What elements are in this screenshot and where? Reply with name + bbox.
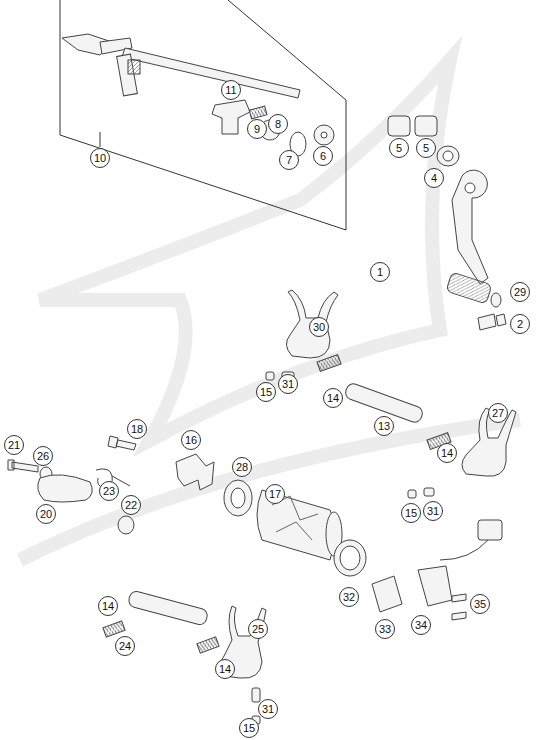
callout-number: 10 [90, 148, 110, 168]
callout-number: 21 [4, 435, 24, 455]
shift-plate [212, 100, 250, 134]
callout-number: 20 [36, 504, 56, 524]
roller [408, 490, 416, 498]
pin [424, 488, 434, 496]
callout-number: 22 [121, 495, 141, 515]
callout-number: 6 [313, 146, 333, 166]
callout-number: 14 [437, 443, 457, 463]
callout-number: 9 [247, 119, 267, 139]
washer [314, 125, 334, 145]
shift-star [176, 454, 214, 490]
callout-number: 14 [98, 596, 118, 616]
screw [452, 594, 466, 620]
bolt [478, 314, 506, 330]
callout-number: 13 [374, 416, 394, 436]
callout-number: 17 [265, 484, 285, 504]
callout-number: 1 [370, 262, 390, 282]
shift-shaft [62, 34, 300, 98]
callout-number: 23 [99, 481, 119, 501]
needle-bearing [388, 116, 410, 136]
bolt [8, 460, 38, 472]
roller [118, 516, 134, 534]
callout-number: 11 [221, 80, 241, 100]
callout-number: 35 [470, 594, 490, 614]
callout-number: 15 [239, 718, 259, 738]
callout-number: 31 [278, 374, 298, 394]
callout-number: 14 [215, 659, 235, 679]
callout-number: 15 [256, 382, 276, 402]
bearing-ring [334, 540, 366, 576]
callout-number: 30 [309, 317, 329, 337]
callout-number: 15 [401, 503, 421, 523]
callout-number: 34 [411, 615, 431, 635]
callout-number: 16 [181, 430, 201, 450]
shift-fork [286, 290, 338, 358]
fork-rod [127, 590, 208, 626]
pin [252, 688, 260, 702]
callout-number: 33 [375, 619, 395, 639]
callout-number: 31 [423, 501, 443, 521]
shift-lever [446, 170, 492, 304]
callout-number: 2 [510, 314, 530, 334]
leader-line [100, 132, 101, 147]
callout-number: 26 [33, 446, 53, 466]
spring [103, 621, 125, 637]
locking-lever [38, 475, 93, 502]
callout-number: 5 [389, 138, 409, 158]
spring [249, 106, 267, 119]
gear-position-sensor [418, 520, 502, 606]
watermark-star [20, 60, 520, 560]
callout-number: 25 [248, 619, 268, 639]
callout-number: 28 [232, 457, 252, 477]
bolt [108, 436, 136, 450]
callout-number: 4 [424, 168, 444, 188]
callout-number: 8 [268, 114, 288, 134]
callout-number: 24 [115, 636, 135, 656]
ball-bearing [224, 480, 252, 516]
washer [491, 293, 501, 307]
callout-number: 5 [416, 138, 436, 158]
callout-number: 7 [279, 150, 299, 170]
needle-bearing [415, 116, 437, 136]
callout-number: 32 [339, 587, 359, 607]
callout-number: 29 [510, 282, 530, 302]
sensor-rotor [372, 576, 402, 612]
spring [317, 355, 341, 372]
shaft-seal [437, 146, 459, 166]
callout-number: 27 [488, 403, 508, 423]
callout-number: 14 [323, 388, 343, 408]
group-bracket [60, 0, 346, 230]
spring [197, 637, 219, 653]
roller [266, 372, 274, 380]
callout-number: 18 [127, 419, 147, 439]
callout-number: 31 [258, 699, 278, 719]
